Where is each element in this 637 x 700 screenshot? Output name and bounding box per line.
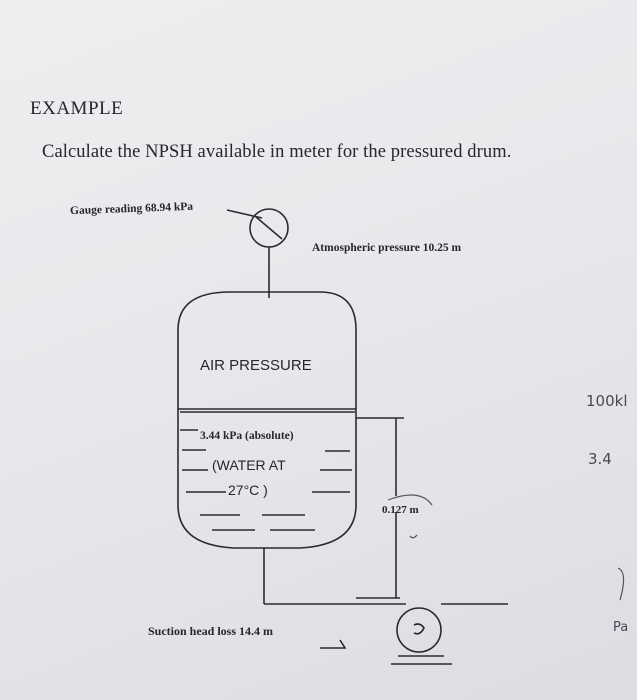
water-label-line1: (WATER AT bbox=[212, 457, 286, 473]
elevation-label: 0.127 m bbox=[382, 504, 419, 516]
vapor-pressure-label: 3.44 kPa (absolute) bbox=[200, 430, 294, 442]
example-heading: EXAMPLE bbox=[30, 98, 124, 119]
water-label-line2: 27°C ) bbox=[228, 482, 268, 498]
handwritten-note-2: 3.4 bbox=[588, 450, 612, 468]
handwritten-note-3: Pa bbox=[613, 620, 629, 635]
drum-vessel bbox=[177, 291, 357, 549]
suction-head-loss-label: Suction head loss 14.4 m bbox=[148, 624, 274, 638]
question-text: Calculate the NPSH available in meter fo… bbox=[42, 142, 512, 162]
atmospheric-pressure-label: Atmospheric pressure 10.25 m bbox=[312, 242, 462, 254]
pump bbox=[396, 607, 442, 653]
handwritten-note-1: 100kl bbox=[586, 392, 628, 410]
air-pressure-label: AIR PRESSURE bbox=[200, 357, 312, 374]
